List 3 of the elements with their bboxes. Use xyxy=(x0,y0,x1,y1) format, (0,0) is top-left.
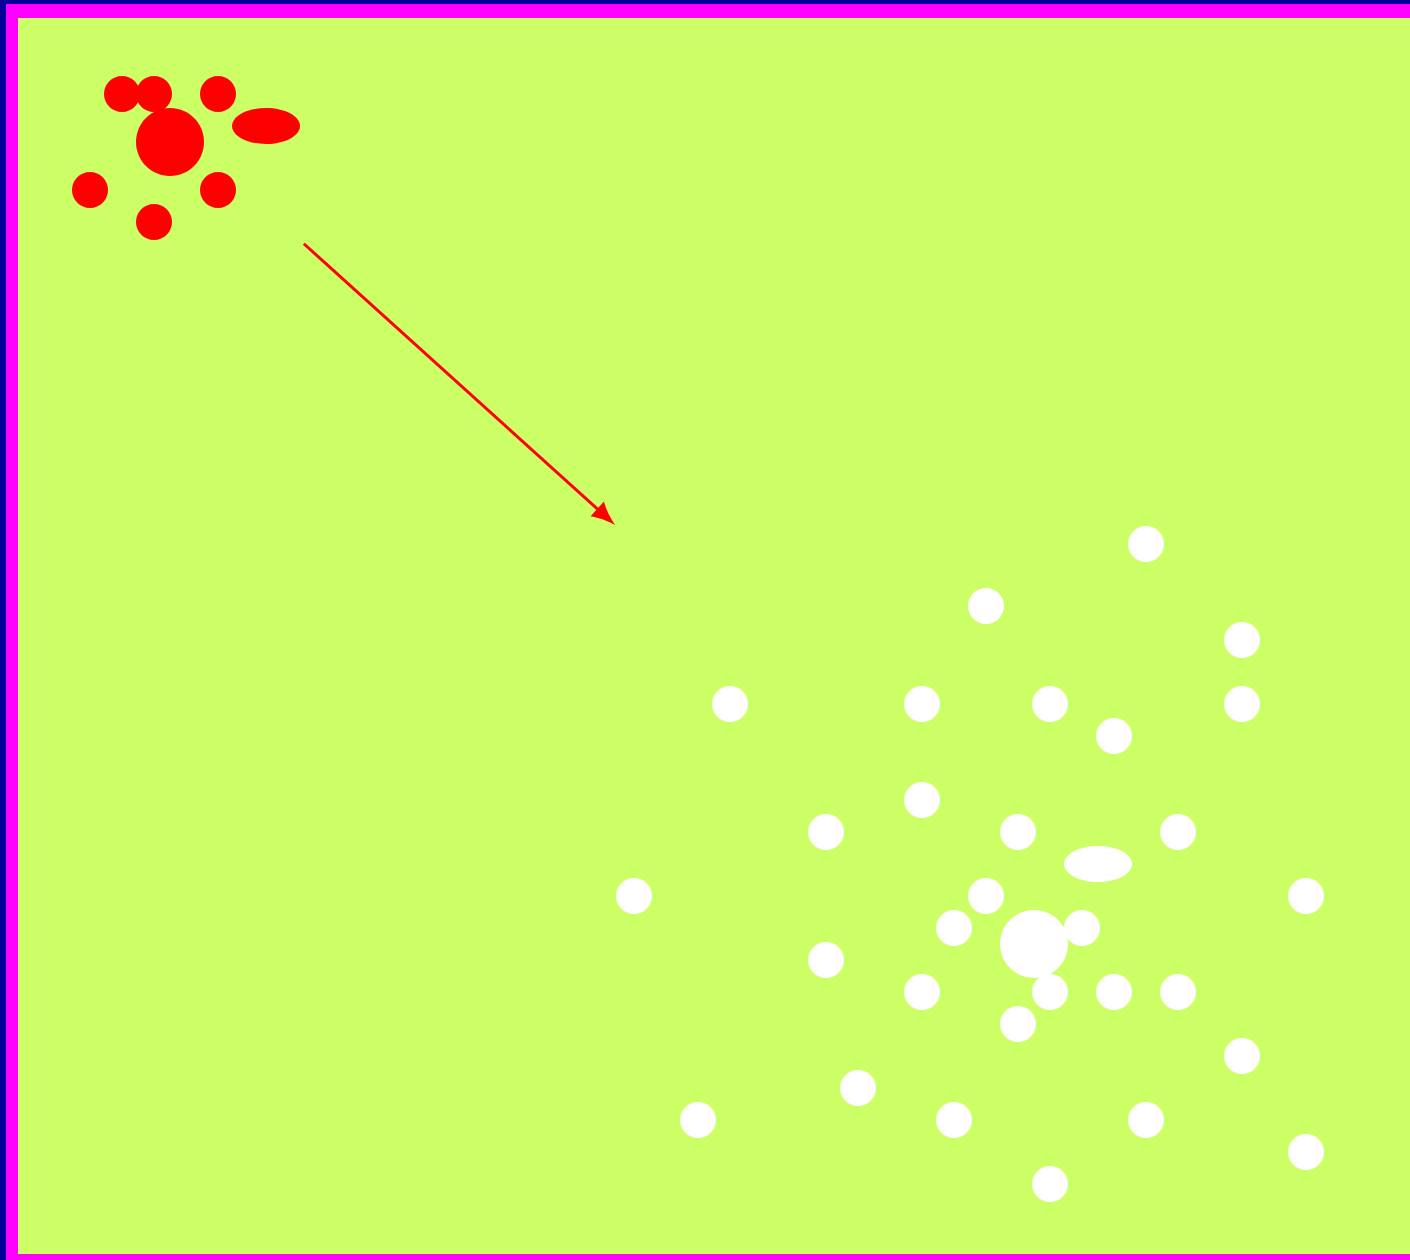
dot-cluster-drawing xyxy=(72,76,300,240)
dot-cluster-drawing xyxy=(616,526,1324,1202)
arrow xyxy=(302,242,613,523)
